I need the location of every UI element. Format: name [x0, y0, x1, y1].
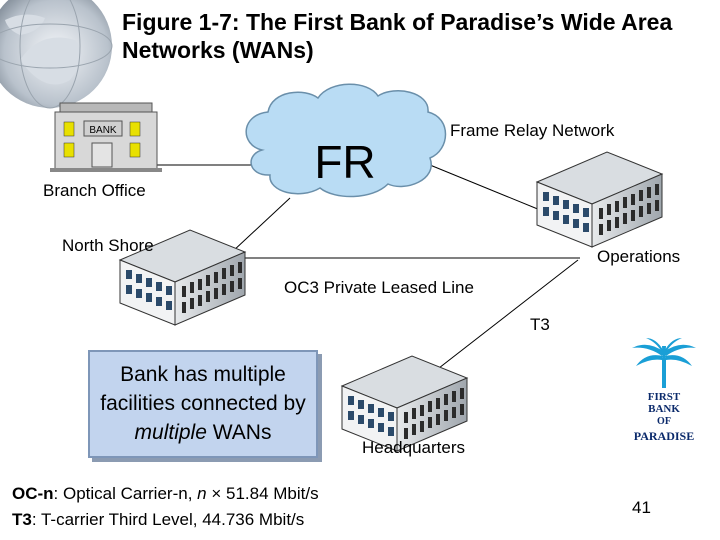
logo-bank: BANK [648, 403, 680, 415]
link-north-fr [231, 197, 291, 253]
first-bank-of-paradise-logo: FIRST BANK OF PARADISE [632, 338, 696, 443]
logo-first: FIRST [648, 391, 681, 403]
north-shore-label: North Shore [62, 236, 154, 255]
link-fr-ops [429, 164, 546, 213]
operations-label: Operations [597, 247, 681, 266]
note-ocn: OC-n: Optical Carrier-n, n × 51.84 Mbit/… [12, 484, 319, 503]
cloud-label: FR [314, 136, 375, 188]
oc3-label: OC3 Private Leased Line [284, 278, 474, 297]
page-title: Figure 1-7: The First Bank of Paradise’s… [122, 9, 673, 63]
link-ops-hq-t3 [429, 259, 579, 376]
callout-emphasis: multiple [134, 421, 207, 444]
network-links [150, 164, 580, 376]
logo-paradise: PARADISE [634, 429, 694, 443]
logo-of: OF [657, 416, 671, 427]
footnotes: OC-n: Optical Carrier-n, n × 51.84 Mbit/… [12, 481, 319, 533]
t3-label: T3 [530, 315, 550, 334]
frame-relay-label: Frame Relay Network [450, 121, 615, 140]
page-number: 41 [632, 498, 651, 517]
headquarters-building-icon [341, 355, 468, 452]
callout-box: Bank has multiple facilities connected b… [88, 350, 318, 458]
branch-office-label: Branch Office [43, 181, 146, 200]
bank-branch-icon: BANK [50, 102, 162, 172]
headquarters-label: Headquarters [362, 438, 466, 457]
globe-icon [0, 0, 113, 109]
operations-building-icon [536, 151, 663, 248]
note-t3: T3: T-carrier Third Level, 44.736 Mbit/s [12, 510, 305, 529]
callout-text: Bank has multiple facilities connected b… [100, 363, 306, 444]
frame-relay-cloud: FR [245, 83, 447, 198]
bank-sign: BANK [89, 125, 117, 136]
